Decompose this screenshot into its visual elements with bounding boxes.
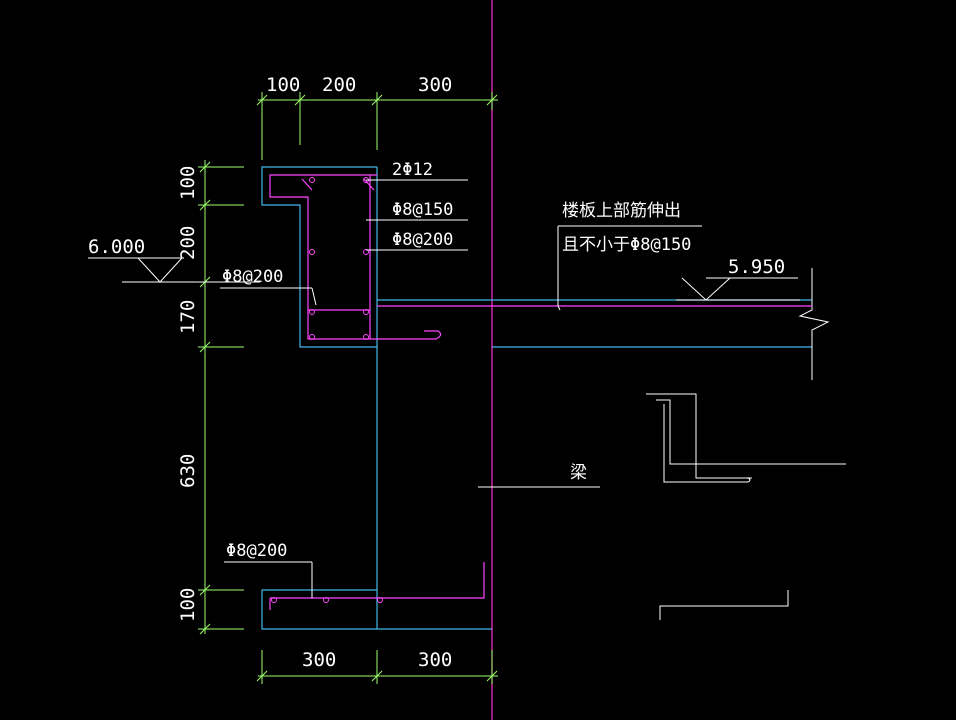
dimension-lines <box>198 92 498 684</box>
beam-label: 梁 <box>570 463 587 483</box>
stirrup-left-label: Φ8@200 <box>222 267 283 287</box>
left-dim-2: 200 <box>177 226 199 260</box>
elevation-left: 6.000 <box>88 236 145 258</box>
top-dim-1: 100 <box>266 74 300 96</box>
concrete-outline <box>261 166 812 630</box>
hook-detail-sketch <box>646 393 846 620</box>
stirrup-200-label: Φ8@200 <box>392 230 453 250</box>
rebar-lines <box>269 174 812 610</box>
bottom-dim-2: 300 <box>418 649 452 671</box>
rebar-top-label: 2Φ12 <box>392 160 433 180</box>
stirrup-bottom-label: Φ8@200 <box>226 541 287 561</box>
top-dim-2: 200 <box>322 74 356 96</box>
slab-break-line <box>798 268 830 380</box>
elevation-right: 5.950 <box>728 256 785 278</box>
stirrup-150-label: Φ8@150 <box>392 200 453 220</box>
left-dim-5: 100 <box>177 588 199 622</box>
top-dim-3: 300 <box>418 74 452 96</box>
rebar-dots <box>271 177 383 603</box>
slab-note-line1: 楼板上部筋伸出 <box>562 201 681 221</box>
left-dim-1: 100 <box>177 166 199 200</box>
left-dim-3: 170 <box>177 300 199 334</box>
bottom-dim-1: 300 <box>302 649 336 671</box>
slab-note-line2: 且不小于Φ8@150 <box>562 235 691 255</box>
leader-lines <box>88 179 800 598</box>
left-dim-4: 630 <box>177 454 199 488</box>
labels: 100 200 300 300 300 100 200 170 630 100 … <box>88 74 785 671</box>
